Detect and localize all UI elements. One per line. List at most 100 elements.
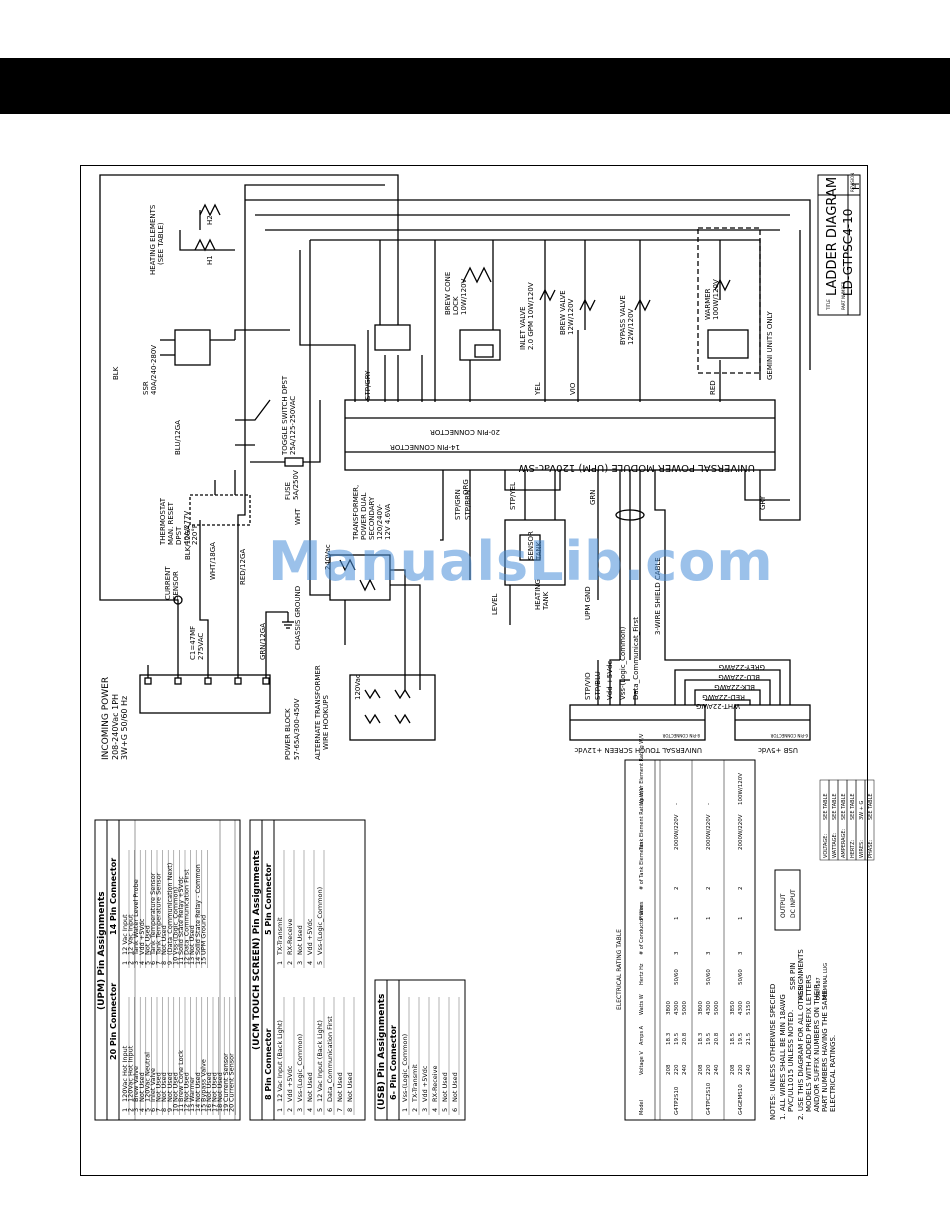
rating-watts: 5150 bbox=[746, 1001, 752, 1015]
vss-label: Vss-(Logic_Common) bbox=[619, 626, 627, 700]
drawing-sheet-border bbox=[80, 165, 868, 1176]
rating-wires: 3 bbox=[738, 951, 744, 955]
note-1b: PVC/UL1015 UNLESS NOTED. bbox=[787, 1010, 795, 1112]
upm-pin-20-num: 9 bbox=[166, 1108, 174, 1112]
usb-pin-6-text: Not Used bbox=[441, 1072, 449, 1102]
ucm-pin-5-text: Vdd +5Vdc bbox=[306, 918, 314, 955]
upm-head-20: 20 Pin Connector bbox=[109, 983, 118, 1060]
see-table-value: 3W + G bbox=[859, 801, 865, 820]
upm-pin-14-text: Data_Communication First bbox=[183, 869, 191, 955]
rating-phase: 1 bbox=[706, 917, 712, 921]
stp-brn-label: STP/BRN bbox=[464, 490, 472, 520]
usb-pin-6-num: 3 bbox=[421, 1108, 429, 1112]
svg-text:275VAC: 275VAC bbox=[197, 633, 205, 660]
ucm-table-title: (UCM TOUCH SCREEN) Pin Assignments bbox=[252, 850, 262, 1050]
rating-header-cell: # of Conductor Wires bbox=[639, 901, 645, 955]
upm-pin-20-num: 15 bbox=[199, 1104, 207, 1112]
rating-amps: 19.5 bbox=[674, 1032, 680, 1045]
upm-pin-14-text: Tank Water Level Probe bbox=[132, 879, 140, 956]
note-2e: ELECTRICAL RATINGS. bbox=[829, 1035, 837, 1112]
ucm-pin-8-num: 2 bbox=[286, 1108, 294, 1112]
touch-screen-label: UNIVERSAL TOUCH SCREEN +12Vdc bbox=[574, 746, 702, 754]
rating-watts: 5000 bbox=[682, 1001, 688, 1015]
diagram-title: LADDER DIAGRAM bbox=[825, 177, 840, 296]
ucm-pin-5-num: 4 bbox=[306, 961, 314, 965]
rating-amps: 18.3 bbox=[698, 1032, 704, 1045]
rating-watts: 5000 bbox=[714, 1001, 720, 1015]
upm-pin-14-num: 13 bbox=[188, 957, 196, 965]
note-2a: 2. USE THIS DIAGRAM FOR ALL OTHER bbox=[797, 986, 805, 1120]
upm-pin-14-num: 7 bbox=[155, 961, 163, 965]
ucm-pin-5-num: 1 bbox=[276, 961, 284, 965]
sensor-tank-label: SENSOR bbox=[527, 531, 535, 560]
part-number: LD-GTPSC4-10 bbox=[841, 209, 855, 296]
rating-hertz: 50/60 bbox=[674, 969, 680, 985]
upm-pin-20-text: Brew Valve bbox=[132, 1066, 140, 1102]
upm-pin-14-text: Vdd +5Vdc bbox=[138, 918, 146, 955]
upm-pin-20-text: Not Used bbox=[138, 1072, 146, 1102]
partno-label: PART NUMBER bbox=[841, 281, 846, 310]
rating-header-cell: Watts W bbox=[639, 994, 645, 1015]
see-table-key: WATTAGE: bbox=[832, 832, 838, 858]
note-heading: NOTES: UNLESS OTHERWISE SPECIFED bbox=[769, 984, 777, 1120]
brew-cone-label: BREW CONE bbox=[444, 272, 452, 315]
transformer-label: TRANSFORMER, bbox=[352, 485, 360, 541]
rating-tank: 2000W/220V bbox=[706, 814, 712, 850]
title-label: TITLE bbox=[826, 299, 831, 311]
upm-pin-14-num: 14 bbox=[194, 957, 202, 965]
upm-pin-20-num: 12 bbox=[183, 1104, 191, 1112]
ucm-pin-5-num: 3 bbox=[296, 961, 304, 965]
upm-pin-14-num: 8 bbox=[160, 961, 168, 965]
svg-text:TANK: TANK bbox=[535, 541, 543, 561]
h1-label: H1 bbox=[206, 255, 214, 265]
upm-pin-20-num: 6 bbox=[149, 1108, 157, 1112]
incoming-power-label: INCOMING POWER bbox=[101, 677, 111, 760]
upm-pin-20-num: 5 bbox=[143, 1108, 151, 1112]
svg-text:12V 4.6VA: 12V 4.6VA bbox=[384, 504, 392, 540]
upm-pin-14-num: 11 bbox=[177, 957, 185, 965]
upm-pin-14-num: 5 bbox=[143, 961, 151, 965]
stp-gry-label: STP/GRY bbox=[364, 370, 372, 400]
upm-pin-14-text: (Data_Communication Next) bbox=[166, 863, 174, 955]
note-2b: MODELS WITH ADDED PREFIX LETTERS bbox=[805, 974, 813, 1112]
upm-pin-14-text: Not Used bbox=[188, 925, 196, 955]
note-2d: PART NUMBERS HAVING THE SAME bbox=[821, 990, 829, 1112]
ucm-pin-8-num: 7 bbox=[336, 1108, 344, 1112]
upm-pin-20-text: Inlet Valve bbox=[149, 1068, 157, 1102]
svg-text:5A/250V: 5A/250V bbox=[292, 470, 300, 500]
schematic-wiring bbox=[99, 174, 811, 741]
rating-amps: 21.5 bbox=[746, 1032, 752, 1045]
upm-pin-20-num: 19 bbox=[222, 1104, 230, 1112]
upm-pin-20-num: 14 bbox=[194, 1104, 202, 1112]
see-table-key: VOLTAGE: bbox=[823, 834, 829, 858]
rating-wires: 3 bbox=[674, 951, 680, 955]
ucm-pin-5-text: TX-Transmit bbox=[276, 917, 284, 956]
svg-text:100W/120V: 100W/120V bbox=[712, 279, 720, 320]
shield-cable-label: 3-WIRE SHIELD CABLE bbox=[654, 557, 662, 635]
rating-amps: 18.5 bbox=[730, 1032, 736, 1045]
upm-pin-14-text: Solid State Relay +5Vdc bbox=[177, 876, 185, 955]
blk12-label: BLK/12GA bbox=[184, 525, 192, 560]
ucm-pin-8-num: 3 bbox=[296, 1108, 304, 1112]
upm-pin-14-text: Not Used bbox=[160, 925, 168, 955]
rating-header-cell: Voltage V bbox=[639, 1051, 645, 1075]
grn12-label: GRN/12GA bbox=[259, 623, 267, 660]
red-wire-label: RED bbox=[709, 380, 717, 395]
chassis-ground-label: CHASSIS GROUND bbox=[294, 586, 302, 650]
upm-pin-14-num: 2 bbox=[127, 961, 135, 965]
ucm-pin-8-text: Vss-(Logic_Common) bbox=[296, 1034, 304, 1102]
bypass-valve-label: BYPASS VALVE bbox=[619, 295, 627, 345]
heating-tank-label: HEATING bbox=[534, 579, 542, 610]
rating-phase: 1 bbox=[738, 917, 744, 921]
svg-text:120/240V-: 120/240V- bbox=[376, 504, 384, 540]
usb-pin-6-text: TX-Transmit bbox=[411, 1064, 419, 1103]
usb-table-title: (USB) Pin Assignments bbox=[377, 994, 387, 1110]
svg-text:SECONDARY: SECONDARY bbox=[368, 496, 376, 540]
wht-wire-label: WHT bbox=[294, 508, 302, 525]
upm-pin-14-text: Not Used bbox=[143, 925, 151, 955]
see-table-value: SEE TABLE bbox=[832, 793, 838, 820]
upm-pin-20-text: Brew Cone Lock bbox=[177, 1050, 185, 1102]
header-bar bbox=[0, 58, 950, 114]
